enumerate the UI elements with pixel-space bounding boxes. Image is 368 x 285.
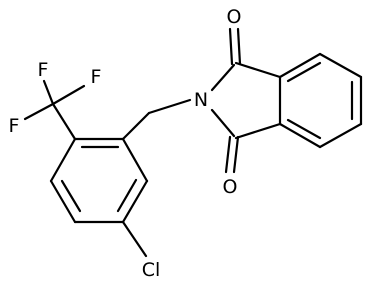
bond-ring2-inner-3 — [286, 118, 322, 140]
bond-c-bottom-aryl — [234, 122, 282, 140]
bond-c-f1 — [42, 79, 55, 106]
bond-ring2-b — [278, 52, 322, 79]
bond-ring1-e — [49, 137, 77, 183]
bond-c-f3 — [23, 102, 55, 121]
bond-c-o-top-2 — [236, 27, 242, 66]
bond-ring1-inner-1 — [116, 178, 138, 213]
chlorine-label: Cl — [142, 259, 161, 281]
bond-ring-cf3 — [51, 102, 77, 141]
bond-ring2-c — [318, 52, 363, 79]
bond-ring1-a — [121, 137, 149, 183]
bond-ring2-e — [318, 122, 363, 149]
fluorine-2-label: F — [91, 66, 102, 88]
oxygen-bottom-label: O — [223, 176, 238, 198]
bond-ring-cl — [121, 220, 148, 258]
bond-n-ch2 — [147, 98, 192, 115]
bond-c-f2 — [51, 84, 86, 106]
bond-c-top-aryl — [234, 61, 282, 79]
fluorine-3-label: F — [9, 115, 20, 137]
bond-c-o-top-1 — [228, 27, 234, 66]
bond-c-o-bottom-1 — [224, 135, 232, 174]
bond-n-c-top — [210, 63, 236, 92]
fluorine-1-label: F — [38, 59, 49, 81]
bond-ring2-inner-1 — [286, 61, 322, 83]
oxygen-top-label: O — [227, 6, 242, 28]
bond-ring1-b — [121, 179, 149, 224]
bond-ring1-d — [49, 179, 77, 224]
bond-n-c-bottom — [210, 108, 236, 138]
bond-ring1-inner-2 — [60, 179, 82, 213]
bond-ch2-aryl — [121, 111, 151, 141]
bond-ring2-f — [278, 122, 322, 149]
nitrogen-label: N — [194, 89, 208, 111]
bond-c-o-bottom-2 — [232, 135, 240, 174]
